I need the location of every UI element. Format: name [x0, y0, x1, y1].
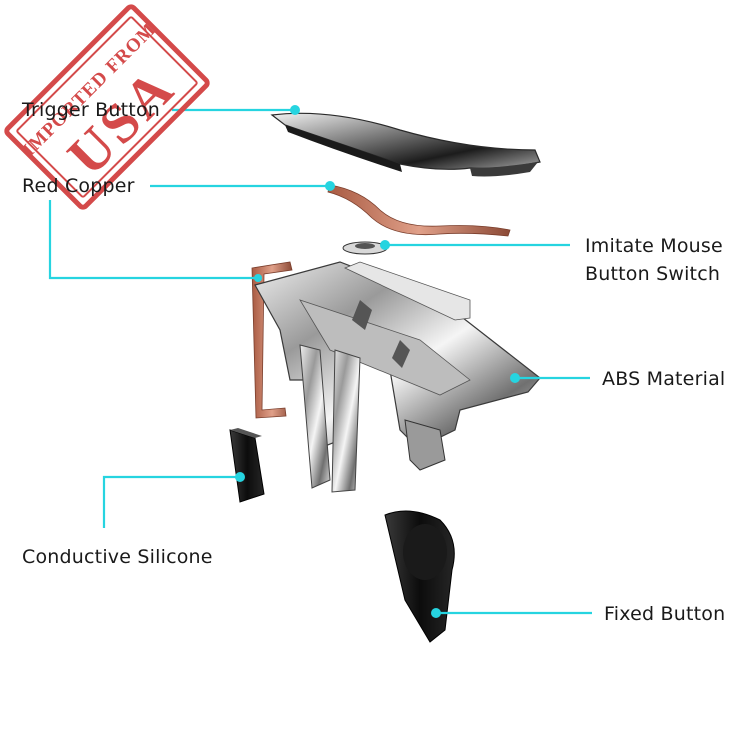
label-abs-material: ABS Material	[602, 368, 726, 390]
callout-lines	[48, 108, 592, 615]
conductive-silicone-part	[229, 428, 265, 503]
imported-from-usa-stamp: IMPORTED FROM USA	[4, 4, 210, 210]
fixed-button-part	[384, 510, 455, 643]
abs-body-part	[254, 261, 541, 493]
trigger-button-part	[270, 112, 541, 177]
label-fixed-button: Fixed Button	[604, 603, 726, 625]
label-imitate-mouse-line1: Imitate Mouse	[585, 235, 723, 257]
callout-dots	[235, 105, 520, 618]
label-imitate-mouse-line2: Button Switch	[585, 263, 721, 285]
label-red-copper: Red Copper	[22, 175, 135, 197]
red-copper-part	[327, 184, 511, 237]
label-trigger-button: Trigger Button	[22, 99, 161, 121]
copper-contact-part	[251, 261, 293, 419]
mouse-switch-part	[342, 241, 388, 255]
callout-conductive-silicone	[102, 475, 240, 528]
label-conductive-silicone: Conductive Silicone	[22, 546, 213, 568]
callout-copper-contact	[48, 200, 258, 280]
